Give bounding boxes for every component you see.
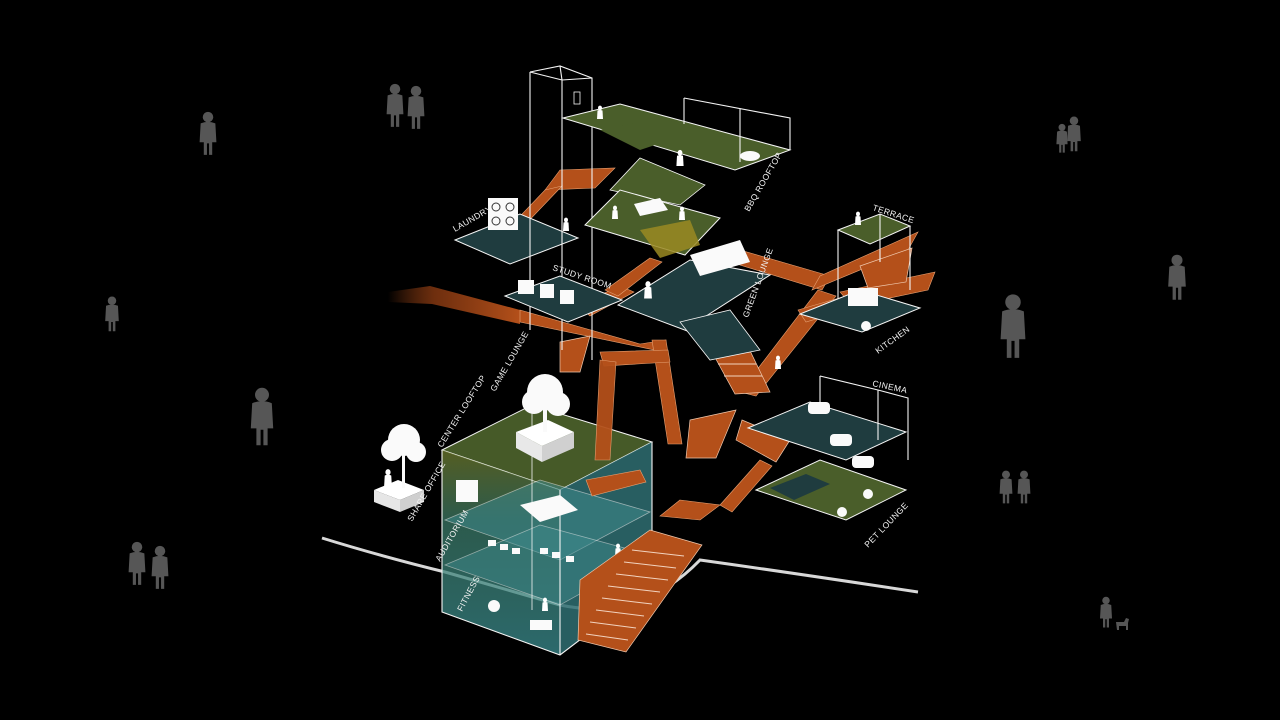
dog-icon [1116,618,1129,630]
tree-icon [381,424,426,488]
label-game-lounge: GAME LOUNGE [488,329,531,393]
chair-icon [808,402,874,468]
chair-icon [488,540,574,562]
washing-machine-icon [488,198,518,230]
cinema-block [746,375,909,521]
bbq-rooftop-block [561,97,792,258]
tree-block [374,424,426,512]
laundry-block [453,198,580,265]
green-lounge-block [616,240,781,369]
label-kitchen: KITCHEN [873,324,911,356]
table-icon [518,280,574,304]
study-room-block [503,275,624,323]
tree-icon [522,374,570,432]
terrace-kitchen-block [798,211,922,333]
tower [529,65,593,360]
